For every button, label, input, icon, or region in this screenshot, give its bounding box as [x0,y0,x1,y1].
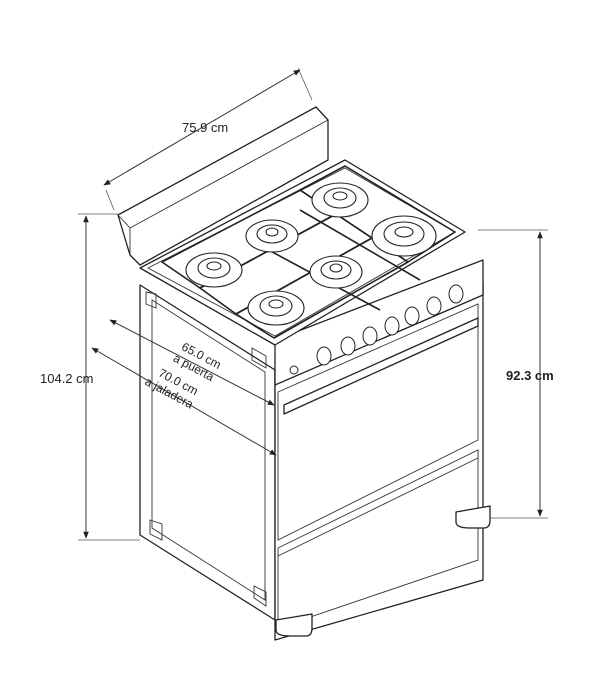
side-bracket [145,291,157,309]
knob-icon [384,316,400,336]
cooktop [139,159,466,346]
control-knobs [289,284,464,375]
burner-front-center [247,290,305,326]
total-height-label: 104.2 cm [40,371,93,386]
side-bracket [149,519,163,541]
side-bracket [253,585,267,607]
oven-door [277,303,479,541]
ignition-button [289,365,299,375]
burner-back-left [245,219,299,253]
counter-height-label: 92.3 cm [506,368,554,383]
burner-large-right [371,215,437,257]
knob-icon [340,336,356,356]
burner-back-right [311,182,369,218]
depth-handle-dimension [91,347,277,456]
burners [185,182,437,326]
knob-icon [426,296,442,316]
front-left-foot [275,613,313,637]
front-right-foot [455,505,491,529]
knob-icon [316,346,332,366]
width-label: 75.9 cm [182,120,228,135]
knob-icon [362,326,378,346]
counter-height-dimension [478,229,548,519]
width-dimension [103,67,313,211]
burner-front-left [185,252,243,288]
burner-center [309,255,363,289]
knob-icon [448,284,464,304]
storage-drawer [277,449,479,629]
total-height-dimension [78,213,140,541]
door-handle [283,317,479,415]
knob-icon [404,306,420,326]
